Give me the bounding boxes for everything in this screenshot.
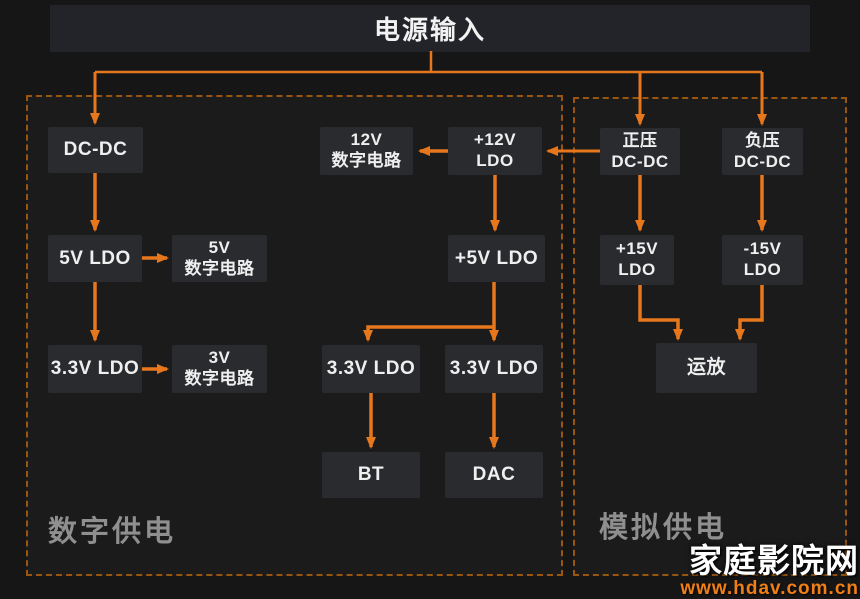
- node-3v-digital-line1: 3V: [208, 348, 231, 368]
- node-n15v-ldo-line2: LDO: [743, 260, 782, 279]
- node-5v-ldo: 5V LDO: [48, 235, 142, 282]
- watermark: 家庭影院网 www.hdav.com.cn: [680, 544, 859, 598]
- node-3v-digital-circuit: 3V 数字电路: [172, 345, 267, 393]
- node-bt: BT: [322, 452, 420, 498]
- power-input-title: 电源输入: [373, 15, 486, 45]
- node-5v-digital-line1: 5V: [208, 237, 231, 257]
- section-analog-power: 模拟供电: [573, 97, 847, 576]
- power-input-header: 电源输入: [50, 5, 810, 52]
- node-negative-dcdc-line2: DC-DC: [733, 151, 792, 171]
- node-positive-dcdc-line2: DC-DC: [611, 151, 669, 171]
- node-negative-dcdc-line1: 负压: [745, 130, 780, 150]
- node-p12v-ldo-line2: LDO: [476, 151, 514, 170]
- node-3v3-ldo-left: 3.3V LDO: [48, 345, 142, 393]
- node-12v-digital-line1: 12V: [350, 130, 383, 150]
- node-p5v-ldo: +5V LDO: [448, 235, 545, 282]
- node-dac: DAC: [445, 452, 543, 498]
- node-p12v-ldo: +12V LDO: [448, 127, 542, 175]
- watermark-site-name: 家庭影院网: [689, 542, 859, 579]
- node-p15v-ldo-line2: LDO: [618, 260, 656, 279]
- node-dc-dc: DC-DC: [48, 127, 143, 173]
- node-5v-ldo-label: 5V LDO: [59, 247, 131, 269]
- node-12v-digital-circuit: 12V 数字电路: [320, 127, 413, 175]
- node-n15v-ldo: -15V LDO: [722, 235, 803, 285]
- node-3v3-ldo-mid-right: 3.3V LDO: [445, 345, 543, 393]
- node-opamp-label: 运放: [686, 357, 726, 379]
- watermark-site-url: www.hdav.com.cn: [680, 578, 859, 599]
- node-3v3-ldo-mid-right-label: 3.3V LDO: [449, 358, 539, 380]
- node-positive-dcdc-line1: 正压: [622, 130, 658, 150]
- node-p12v-ldo-line1: +12V: [473, 130, 517, 150]
- node-dac-label: DAC: [472, 464, 516, 486]
- node-3v3-ldo-mid-left: 3.3V LDO: [322, 345, 420, 393]
- node-opamp: 运放: [656, 343, 757, 393]
- node-12v-digital-line2: 数字电路: [331, 151, 402, 170]
- node-n15v-ldo-line1: -15V: [743, 239, 782, 259]
- node-3v3-ldo-mid-left-label: 3.3V LDO: [326, 358, 416, 380]
- node-p15v-ldo-line1: +15V: [615, 239, 659, 259]
- node-5v-digital-circuit: 5V 数字电路: [172, 235, 267, 282]
- node-dc-dc-label: DC-DC: [63, 139, 128, 161]
- section-digital-label: 数字供电: [48, 516, 177, 548]
- node-bt-label: BT: [357, 464, 385, 486]
- node-5v-digital-line2: 数字电路: [184, 258, 255, 278]
- node-positive-dcdc: 正压 DC-DC: [600, 128, 680, 175]
- node-3v3-ldo-left-label: 3.3V LDO: [50, 358, 140, 380]
- node-p5v-ldo-label: +5V LDO: [454, 247, 539, 269]
- node-3v-digital-line2: 数字电路: [184, 369, 255, 388]
- node-p15v-ldo: +15V LDO: [600, 235, 674, 285]
- section-analog-label: 模拟供电: [599, 512, 728, 544]
- node-negative-dcdc: 负压 DC-DC: [722, 128, 803, 175]
